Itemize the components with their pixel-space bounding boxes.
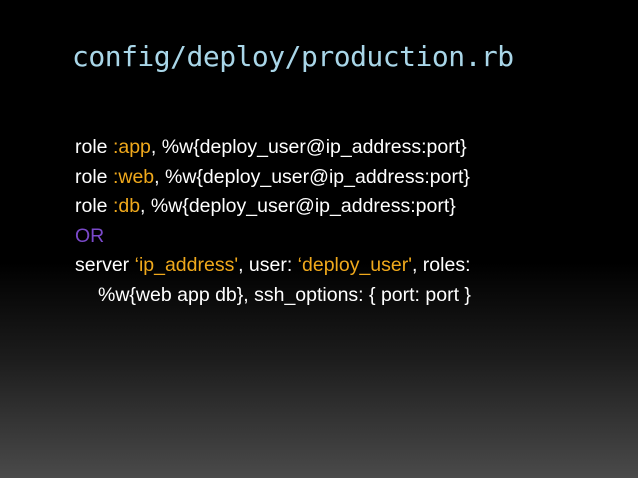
server-line: server ‘ip_address', user: ‘deploy_user'… [75, 251, 471, 281]
or-separator: OR [75, 224, 105, 247]
server-line-continuation: %w{web app db}, ssh_options: { port: por… [98, 283, 471, 306]
web-symbol: :web [112, 165, 155, 188]
role-db-line: role :db, %w{deploy_user@ip_address:port… [75, 192, 471, 222]
roles-option-label: , roles: [411, 254, 471, 276]
deploy-user-string: ‘deploy_user' [297, 254, 412, 276]
db-symbol: :db [112, 195, 141, 217]
role-keyword: role [75, 165, 113, 188]
user-option-label: , user: [238, 254, 298, 276]
role-web-hosts: , %w{deploy_user@ip_address:port} [154, 165, 470, 188]
role-db-hosts: , %w{deploy_user@ip_address:port} [140, 195, 456, 217]
ip-address-string: ‘ip_address' [134, 254, 239, 276]
app-symbol: :app [112, 136, 151, 158]
code-block: role :app, %w{deploy_user@ip_address:por… [75, 133, 471, 310]
role-app-line: role :app, %w{deploy_user@ip_address:por… [75, 133, 471, 163]
role-web-line: role :web, %w{deploy_user@ip_address:por… [75, 163, 471, 193]
server-keyword: server [75, 254, 135, 276]
role-app-hosts: , %w{deploy_user@ip_address:port} [150, 136, 467, 158]
slide-title: config/deploy/production.rb [72, 40, 514, 73]
role-keyword: role [75, 136, 113, 158]
role-keyword: role [75, 195, 113, 217]
